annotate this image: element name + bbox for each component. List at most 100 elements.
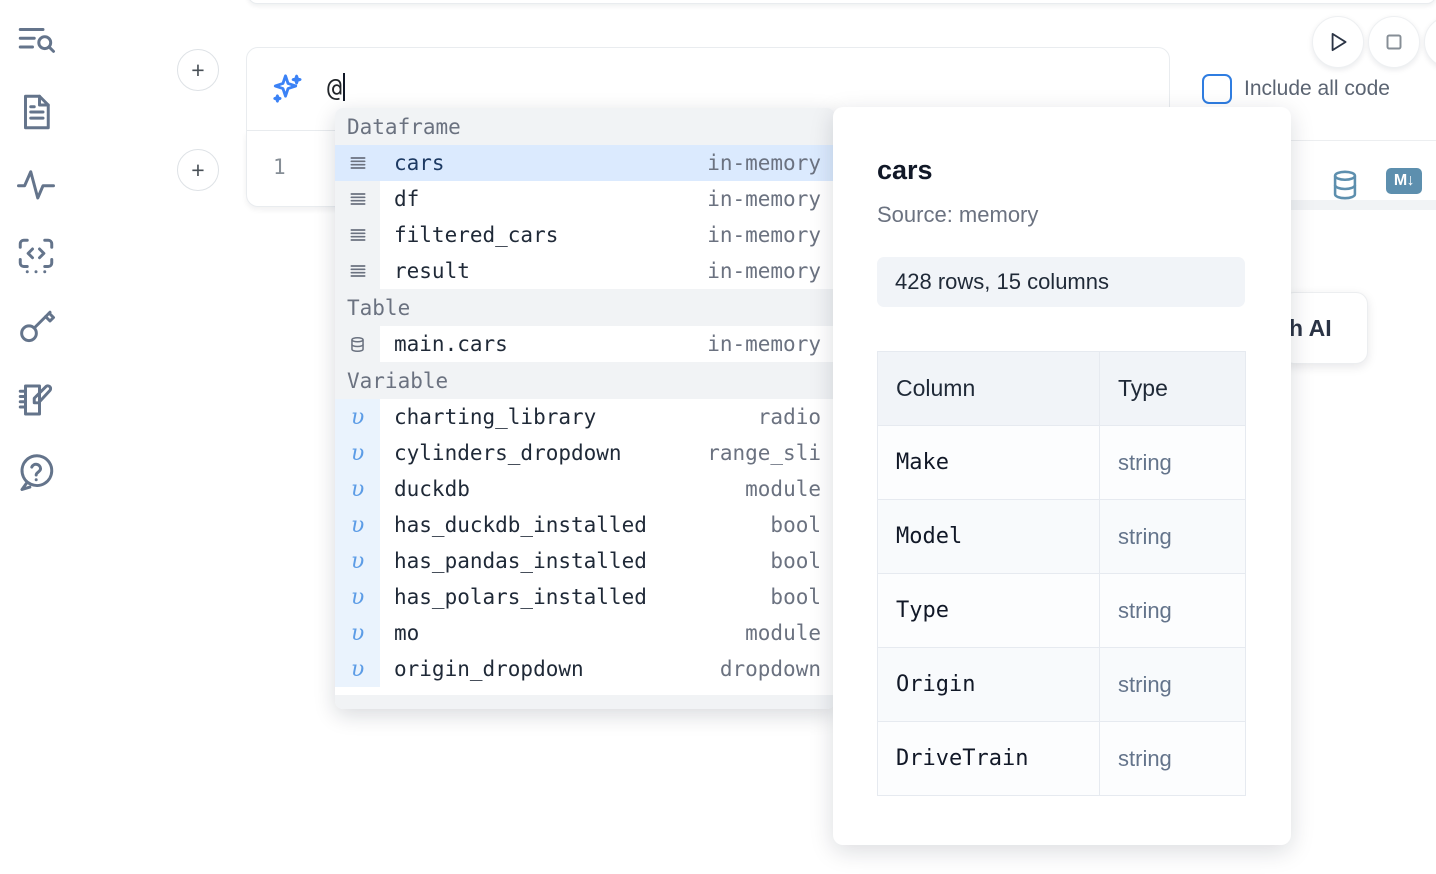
autocomplete-item-type: module bbox=[745, 477, 821, 501]
dataframe-rows-icon bbox=[335, 253, 380, 289]
autocomplete-item-type: range_sli bbox=[707, 441, 821, 465]
autocomplete-item[interactable]: υ has_polars_installed bool bbox=[335, 579, 835, 615]
autocomplete-item-name: has_pandas_installed bbox=[394, 549, 647, 573]
key-icon[interactable] bbox=[12, 304, 60, 352]
help-chat-icon[interactable] bbox=[12, 448, 60, 496]
autocomplete-item-name: main.cars bbox=[394, 332, 508, 356]
preview-column-name: Make bbox=[877, 425, 1100, 500]
autocomplete-item[interactable]: υ has_duckdb_installed bool bbox=[335, 507, 835, 543]
markdown-letter: M bbox=[1393, 172, 1407, 189]
markdown-icon[interactable]: M↓ bbox=[1386, 168, 1422, 194]
autocomplete-item-name: charting_library bbox=[394, 405, 597, 429]
preview-column-name: Model bbox=[877, 499, 1100, 574]
variable-icon: υ bbox=[335, 399, 380, 435]
autocomplete-item[interactable]: main.cars in-memory bbox=[335, 326, 835, 362]
autocomplete-item-name: cylinders_dropdown bbox=[394, 441, 622, 465]
autocomplete-item-type: in-memory bbox=[707, 151, 821, 175]
variable-icon: υ bbox=[335, 543, 380, 579]
variable-icon: υ bbox=[335, 471, 380, 507]
ai-prompt-input[interactable]: @ bbox=[327, 72, 346, 102]
autocomplete-item-type: module bbox=[745, 621, 821, 645]
ai-prompt-value: @ bbox=[327, 72, 343, 102]
autocomplete-item-type: bool bbox=[770, 549, 821, 573]
preview-column-type: string bbox=[1099, 573, 1246, 648]
preview-column-name: DriveTrain bbox=[877, 721, 1100, 796]
cell-toolbar-icons: M↓ bbox=[1328, 168, 1422, 207]
include-all-code-row[interactable]: Include all code bbox=[1202, 74, 1390, 104]
database-icon bbox=[335, 326, 380, 362]
code-snippet-icon[interactable] bbox=[12, 232, 60, 280]
table-header-row: Column Type bbox=[877, 351, 1246, 426]
autocomplete-item-type: in-memory bbox=[707, 259, 821, 283]
more-button[interactable] bbox=[1424, 16, 1436, 68]
autocomplete-item-name: has_polars_installed bbox=[394, 585, 647, 609]
add-cell-button-bottom[interactable]: + bbox=[177, 149, 219, 191]
document-icon[interactable] bbox=[12, 88, 60, 136]
autocomplete-item-name: cars bbox=[394, 151, 445, 175]
variable-icon: υ bbox=[335, 651, 380, 687]
preview-column-type: string bbox=[1099, 425, 1246, 500]
activity-pulse-icon[interactable] bbox=[12, 160, 60, 208]
include-all-code-checkbox[interactable] bbox=[1202, 74, 1232, 104]
preview-source: Source: memory bbox=[877, 202, 1039, 227]
data-preview-panel: cars Source: memory 428 rows, 15 columns… bbox=[833, 107, 1291, 845]
variable-icon: υ bbox=[335, 579, 380, 615]
autocomplete-section-header: Variable bbox=[335, 362, 835, 399]
autocomplete-item-name: df bbox=[394, 187, 420, 211]
autocomplete-item-type: bool bbox=[770, 513, 821, 537]
variable-icon: υ bbox=[335, 435, 380, 471]
autocomplete-bottom-clip bbox=[335, 695, 835, 709]
preview-column-name: Origin bbox=[877, 647, 1100, 722]
autocomplete-item[interactable]: filtered_cars in-memory bbox=[335, 217, 835, 253]
preview-stats-badge: 428 rows, 15 columns bbox=[877, 257, 1245, 307]
autocomplete-item-name: has_duckdb_installed bbox=[394, 513, 647, 537]
autocomplete-item-name: filtered_cars bbox=[394, 223, 559, 247]
autocomplete-item-type: in-memory bbox=[707, 332, 821, 356]
outline-search-icon[interactable] bbox=[12, 16, 60, 64]
variable-icon: υ bbox=[335, 615, 380, 651]
autocomplete-item[interactable]: υ charting_library radio bbox=[335, 399, 835, 435]
scratchpad-edit-icon[interactable] bbox=[12, 376, 60, 424]
autocomplete-item[interactable]: df in-memory bbox=[335, 181, 835, 217]
run-button[interactable] bbox=[1312, 16, 1364, 68]
dataframe-rows-icon bbox=[335, 217, 380, 253]
autocomplete-item[interactable]: result in-memory bbox=[335, 253, 835, 289]
add-cell-button-top[interactable]: + bbox=[177, 49, 219, 91]
autocomplete-item[interactable]: cars in-memory bbox=[335, 145, 835, 181]
dataframe-rows-icon bbox=[335, 145, 380, 181]
toolbar-divider bbox=[1190, 140, 1436, 141]
autocomplete-item-name: result bbox=[394, 259, 470, 283]
autocomplete-item[interactable]: υ origin_dropdown dropdown bbox=[335, 651, 835, 687]
stop-button[interactable] bbox=[1368, 16, 1420, 68]
preview-column-name: Type bbox=[877, 573, 1100, 648]
generate-with-ai-card[interactable]: h AI bbox=[1282, 292, 1368, 364]
autocomplete-item[interactable]: υ has_pandas_installed bool bbox=[335, 543, 835, 579]
preview-column-type: string bbox=[1099, 499, 1246, 574]
column-header-column: Column bbox=[877, 351, 1100, 426]
autocomplete-item-type: in-memory bbox=[707, 223, 821, 247]
database-icon[interactable] bbox=[1328, 168, 1362, 207]
autocomplete-item-type: dropdown bbox=[719, 657, 821, 681]
column-header-type: Type bbox=[1099, 351, 1246, 426]
autocomplete-item-type: in-memory bbox=[707, 187, 821, 211]
ai-sparkle-icon bbox=[269, 71, 305, 107]
autocomplete-item-type: radio bbox=[757, 405, 821, 429]
autocomplete-item-name: mo bbox=[394, 621, 420, 645]
autocomplete-item-type: bool bbox=[770, 585, 821, 609]
code-line-number: 1 bbox=[273, 155, 286, 179]
autocomplete-item[interactable]: υ cylinders_dropdown range_sli bbox=[335, 435, 835, 471]
markdown-arrow: ↓ bbox=[1406, 172, 1415, 189]
variable-icon: υ bbox=[335, 507, 380, 543]
preview-column-type: string bbox=[1099, 721, 1246, 796]
autocomplete-item-name: origin_dropdown bbox=[394, 657, 584, 681]
